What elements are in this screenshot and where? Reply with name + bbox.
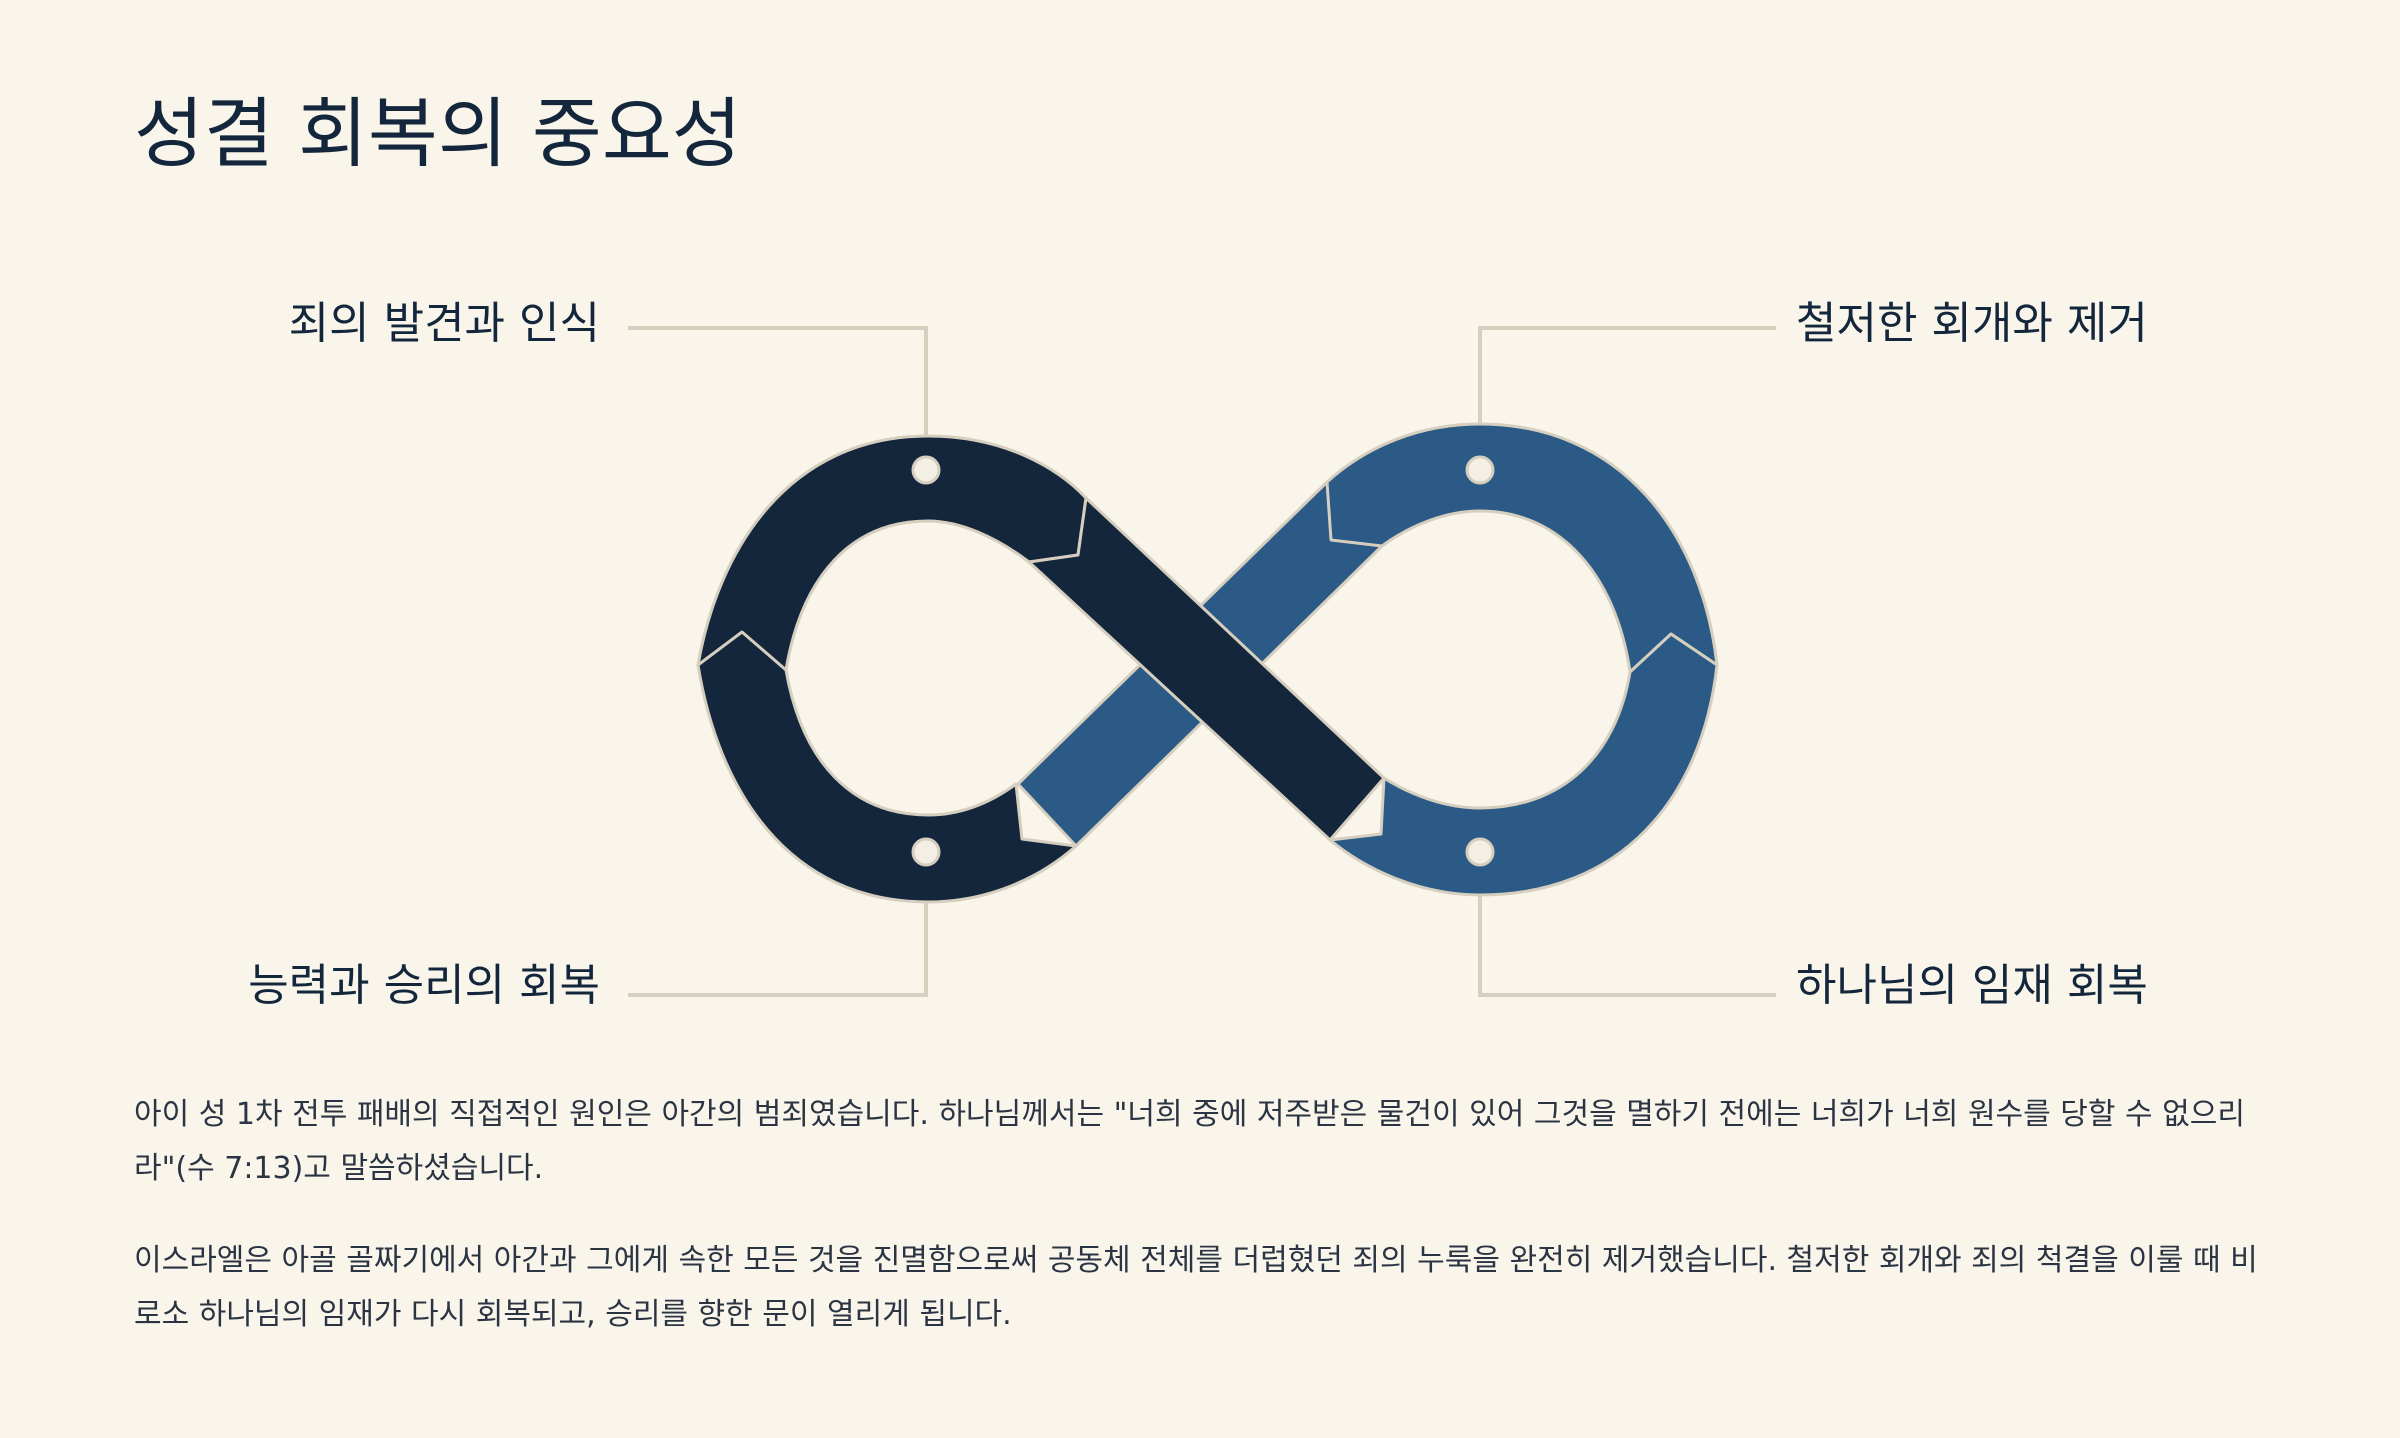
- page-title: 성결 회복의 중요성: [134, 89, 742, 178]
- body-text: 아이 성 1차 전투 패배의 직접적인 원인은 아간의 범죄였습니다. 하나님께…: [134, 1088, 2274, 1380]
- node-dot-bottom-right: [1465, 837, 1495, 867]
- stage-label-bottom-left: 능력과 승리의 회복: [248, 960, 600, 1011]
- node-dot-top-right: [1465, 455, 1495, 485]
- node-dots: [911, 455, 1495, 867]
- body-paragraph-2: 이스라엘은 아골 골짜기에서 아간과 그에게 속한 모든 것을 진멸함으로써 공…: [134, 1243, 2258, 1332]
- node-dot-bottom-left: [911, 837, 941, 867]
- segment-right-bottom: [1328, 632, 1719, 897]
- segment-crossing-dark: [1027, 496, 1386, 842]
- node-dot-top-left: [911, 455, 941, 485]
- segment-right-top: [1325, 422, 1719, 674]
- connector-bottom-right: [1478, 852, 1776, 997]
- segment-left-top: [696, 434, 1088, 672]
- stage-label-top-left: 죄의 발견과 인식: [288, 298, 600, 349]
- body-paragraph-1: 아이 성 1차 전투 패배의 직접적인 원인은 아간의 범죄였습니다. 하나님께…: [134, 1097, 2245, 1186]
- segment-left-bottom: [696, 630, 1078, 904]
- stage-label-top-right: 철저한 회개와 제거: [1796, 298, 2148, 349]
- connector-top-left: [628, 326, 928, 470]
- stage-label-bottom-right: 하나님의 임재 회복: [1796, 960, 2148, 1011]
